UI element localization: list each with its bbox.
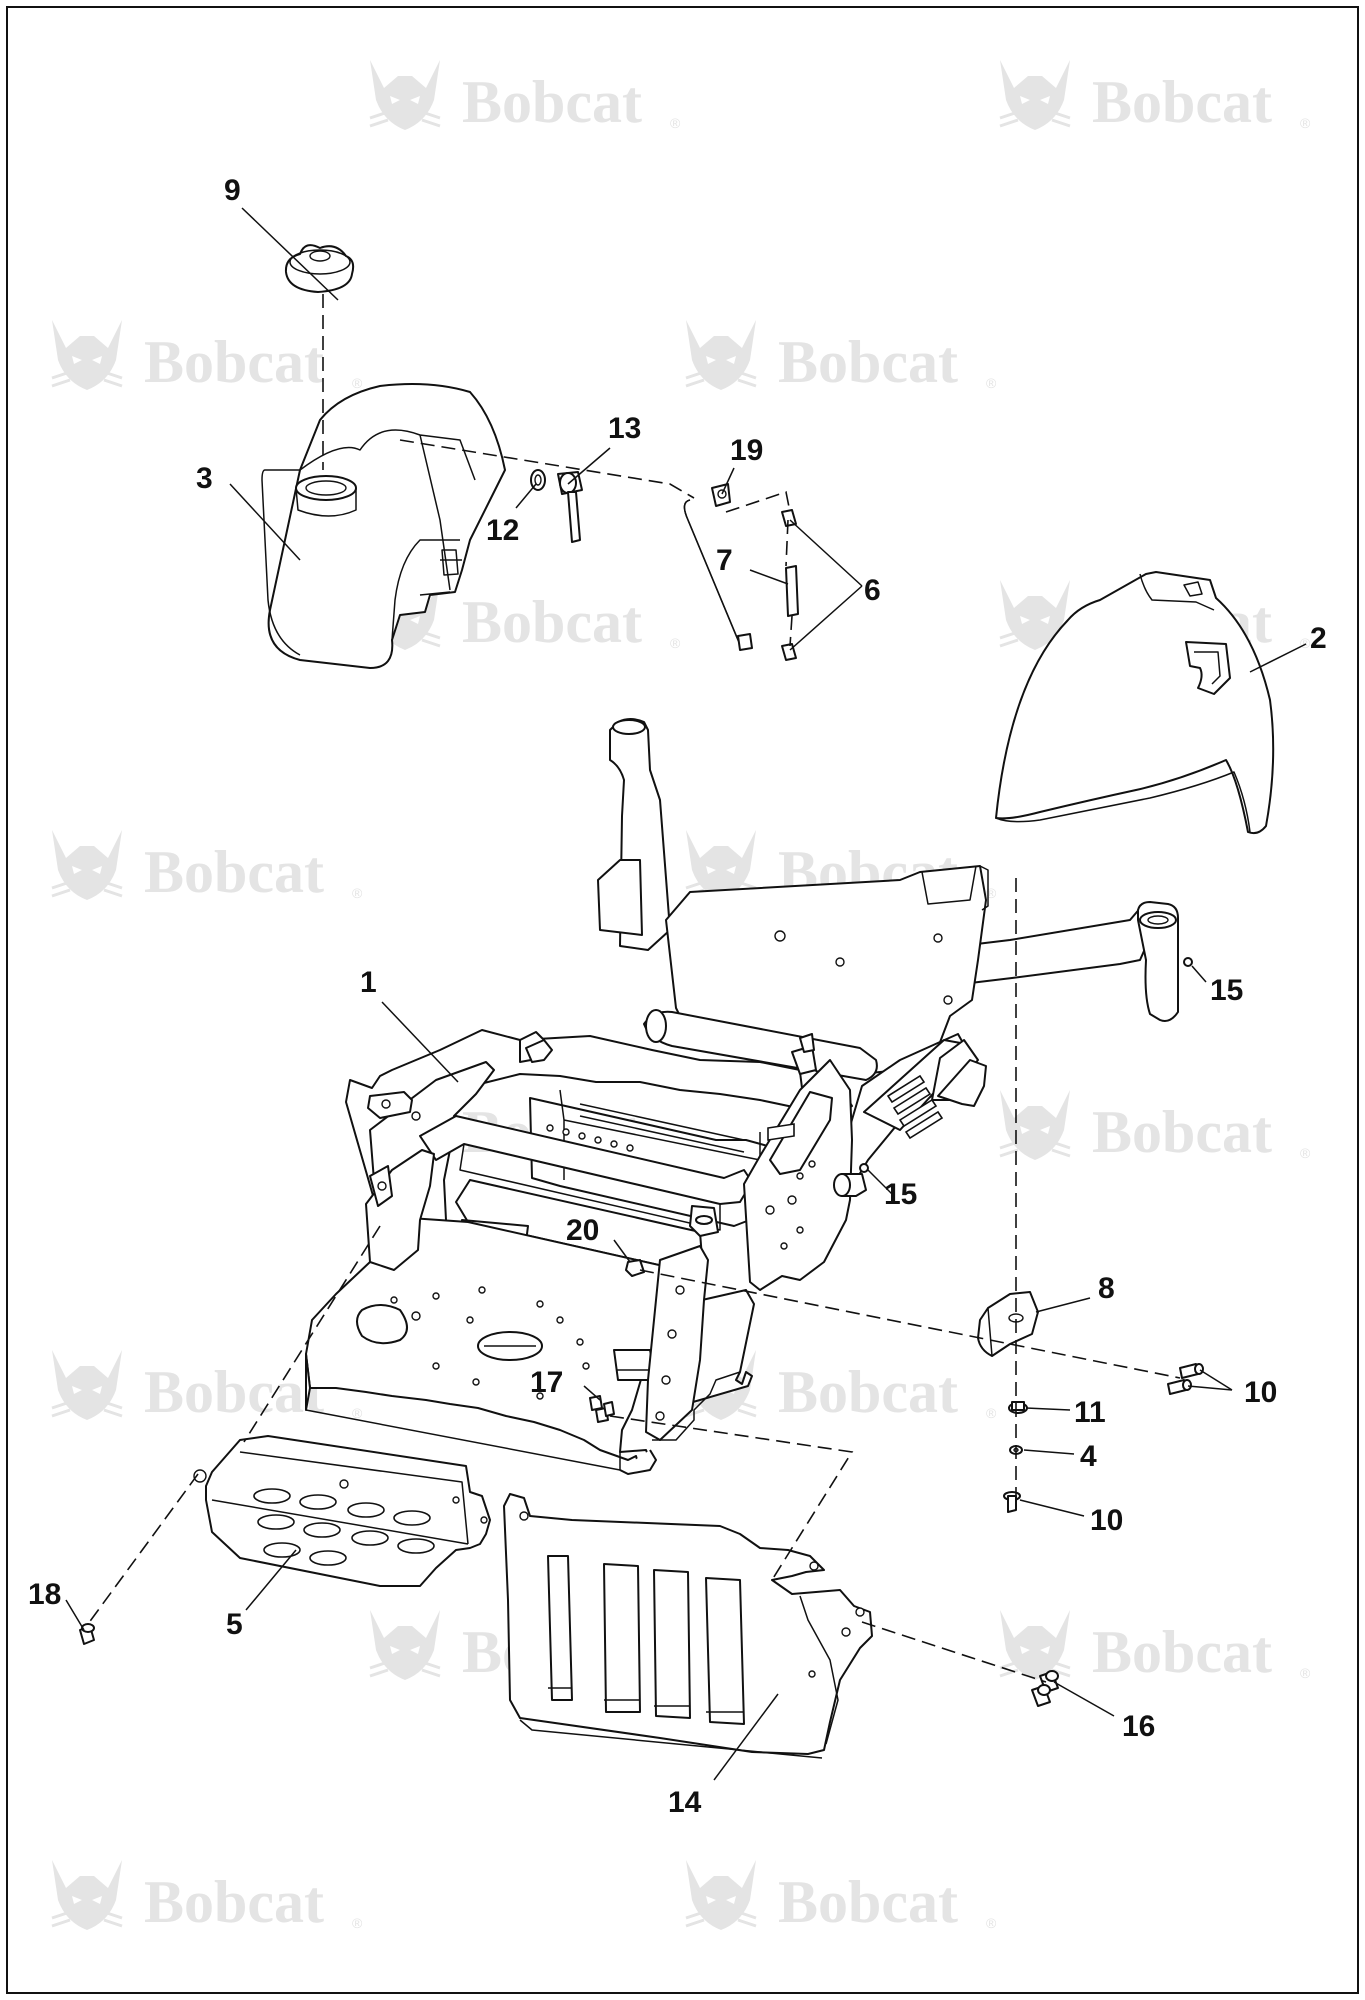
svg-text:Bobcat: Bobcat <box>1092 1619 1272 1685</box>
callout-4: 4 <box>1080 1440 1097 1473</box>
watermark-4: Bobcat ® <box>684 318 997 395</box>
svg-text:®: ® <box>1300 1665 1311 1681</box>
callout-15-upper: 15 <box>1210 974 1243 1007</box>
svg-text:Bobcat: Bobcat <box>1092 1099 1272 1165</box>
watermark-layer: Bobcat ® Bobcat ® Bobcat ® Bobcat ® Bobc… <box>50 58 1311 1935</box>
watermark-15: Bobcat ® <box>50 1858 363 1935</box>
part-grease-fitting-lower <box>859 1163 869 1173</box>
callout-2: 2 <box>1310 622 1327 655</box>
callout-18: 18 <box>28 1578 61 1611</box>
assembly-lines <box>87 294 1181 1683</box>
callout-5: 5 <box>226 1608 243 1641</box>
callout-16: 16 <box>1122 1710 1155 1743</box>
part-fuel-line <box>683 483 753 651</box>
callout-19: 19 <box>730 434 763 467</box>
callout-20: 20 <box>566 1214 599 1247</box>
svg-text:®: ® <box>1300 115 1311 131</box>
svg-text:Bobcat: Bobcat <box>462 589 642 655</box>
svg-text:Bobcat: Bobcat <box>144 839 324 905</box>
callout-14: 14 <box>668 1786 702 1819</box>
svg-text:®: ® <box>1300 1145 1311 1161</box>
svg-text:Bobcat: Bobcat <box>778 1869 958 1935</box>
svg-text:®: ® <box>352 375 363 391</box>
svg-text:®: ® <box>352 885 363 901</box>
svg-text:Bobcat: Bobcat <box>778 329 958 395</box>
callout-1: 1 <box>360 966 377 999</box>
watermark-11: Bobcat ® <box>50 1348 363 1425</box>
callout-10-lower: 10 <box>1090 1504 1123 1537</box>
part-bracket <box>977 1291 1039 1357</box>
callout-labels: 9 3 13 12 19 7 6 2 1 15 15 20 8 10 17 11… <box>28 174 1327 1819</box>
part-bolts-16 <box>1031 1670 1059 1707</box>
callout-12: 12 <box>486 514 519 547</box>
callout-8: 8 <box>1098 1272 1115 1305</box>
watermark-14: Bobcat ® <box>998 1608 1311 1685</box>
callout-9: 9 <box>224 174 241 207</box>
watermark-1: Bobcat ® <box>368 58 681 135</box>
watermark-5: Bobcat ® <box>368 578 681 655</box>
watermark-2: Bobcat ® <box>998 58 1311 135</box>
watermark-10: Bobcat ® <box>998 1088 1311 1165</box>
part-grease-fitting-upper <box>1183 957 1193 967</box>
svg-text:®: ® <box>1300 635 1311 651</box>
diagram-frame <box>6 6 1359 1994</box>
part-bolt-10-lower <box>1003 1491 1021 1513</box>
watermark-12: Bobcat ® <box>684 1348 997 1425</box>
svg-text:®: ® <box>352 1915 363 1931</box>
callout-15-lower: 15 <box>884 1178 917 1211</box>
watermark-16: Bobcat ® <box>684 1858 997 1935</box>
part-belt-shield <box>503 1493 873 1759</box>
svg-text:Bobcat: Bobcat <box>144 1359 324 1425</box>
part-vented-panel <box>193 1435 491 1587</box>
svg-text:Bobcat: Bobcat <box>778 1359 958 1425</box>
part-fuel-tank <box>261 383 506 669</box>
part-bolts-10-upper <box>1167 1363 1204 1395</box>
svg-text:®: ® <box>352 1405 363 1421</box>
part-fuel-fitting <box>557 471 583 543</box>
svg-text:®: ® <box>986 375 997 391</box>
svg-text:®: ® <box>986 885 997 901</box>
svg-text:®: ® <box>670 635 681 651</box>
watermark-7: Bobcat ® <box>50 828 363 905</box>
part-fuel-hose <box>785 565 799 617</box>
callout-3: 3 <box>196 462 213 495</box>
svg-text:Bobcat: Bobcat <box>1092 69 1272 135</box>
part-main-frame <box>305 718 1179 1475</box>
callout-7: 7 <box>716 544 733 577</box>
svg-text:®: ® <box>986 1405 997 1421</box>
part-fuel-cap <box>284 244 355 293</box>
callout-6: 6 <box>864 574 881 607</box>
svg-text:Bobcat: Bobcat <box>462 69 642 135</box>
leader-lines <box>65 207 1307 1781</box>
part-fender <box>995 571 1275 835</box>
part-flange-nut <box>1008 1401 1028 1414</box>
callout-17: 17 <box>530 1366 563 1399</box>
svg-text:Bobcat: Bobcat <box>144 329 324 395</box>
svg-text:®: ® <box>670 115 681 131</box>
watermark-3: Bobcat ® <box>50 318 363 395</box>
part-nut-20 <box>625 1259 645 1277</box>
svg-text:®: ® <box>986 1915 997 1931</box>
callout-13: 13 <box>608 412 641 445</box>
callout-11: 11 <box>1074 1396 1106 1429</box>
callout-10-upper: 10 <box>1244 1376 1277 1409</box>
svg-text:Bobcat: Bobcat <box>144 1869 324 1935</box>
